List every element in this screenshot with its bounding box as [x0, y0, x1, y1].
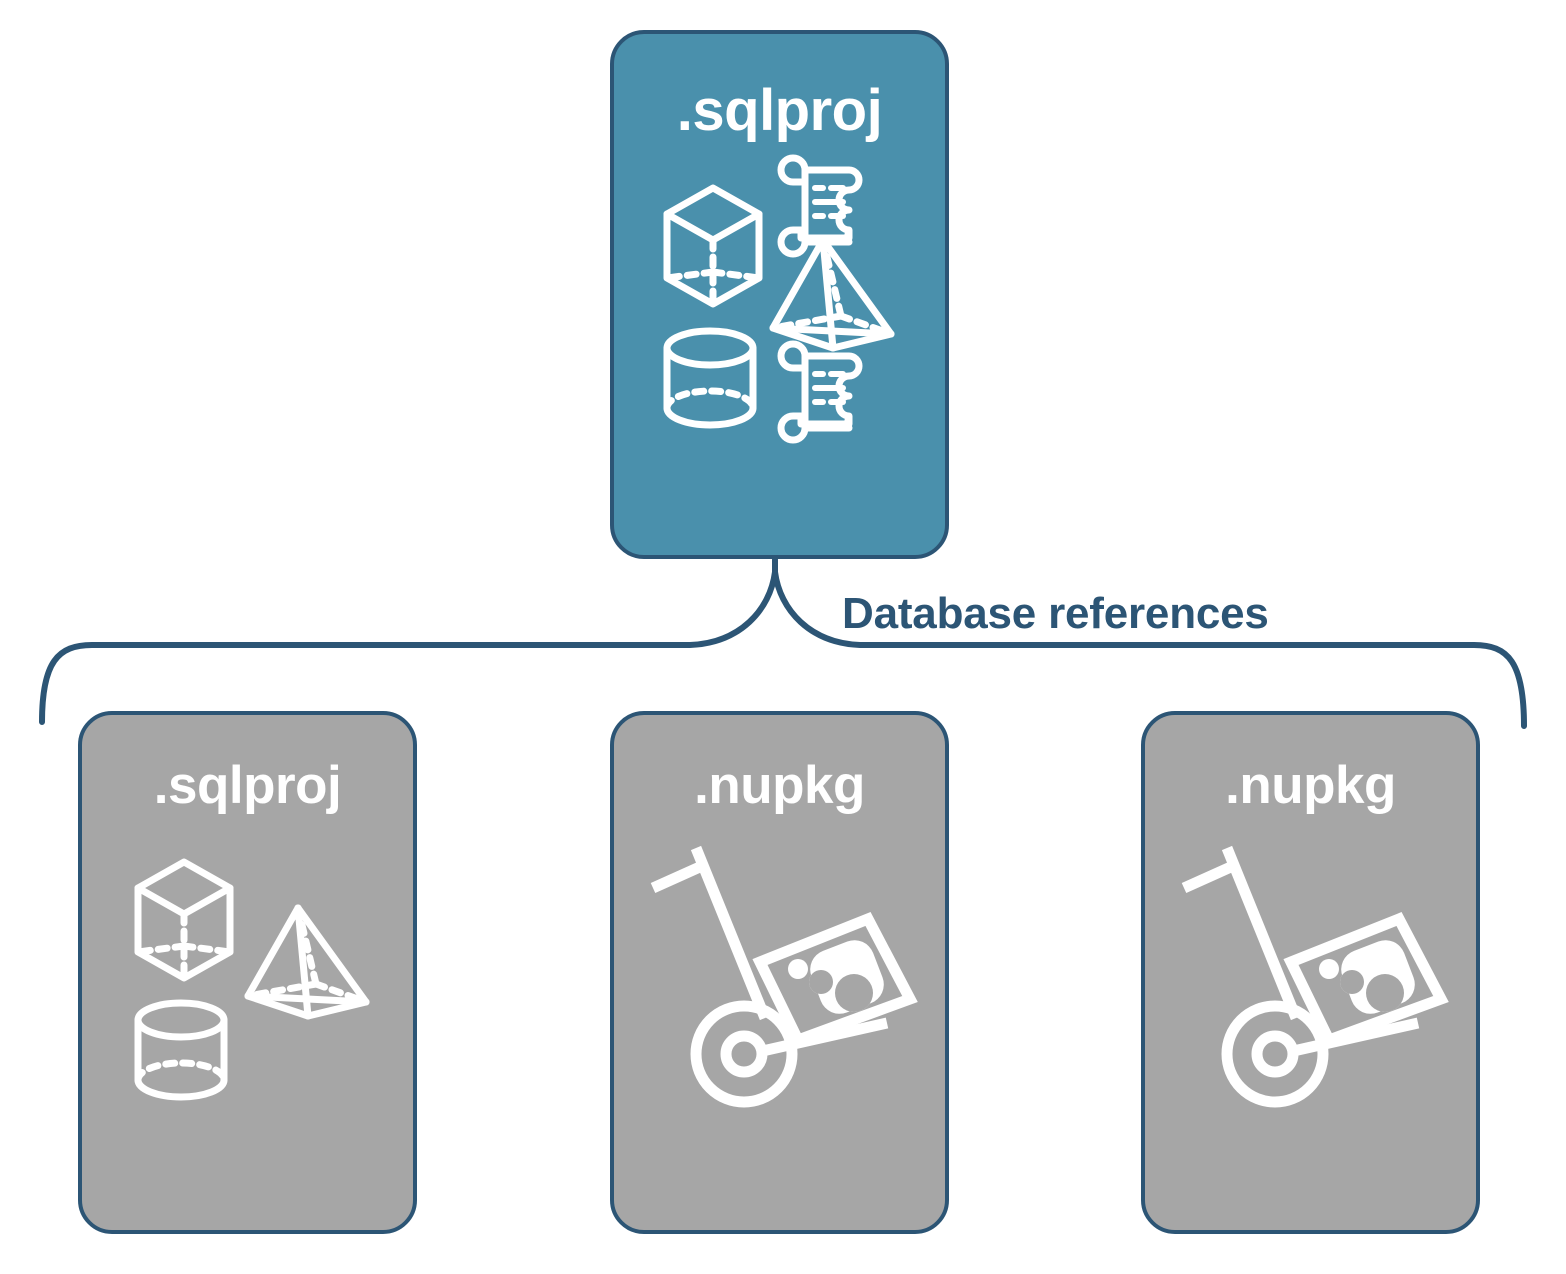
icon-group-package: [1171, 840, 1451, 1110]
hand-truck-package-icon: [650, 845, 918, 1108]
cylinder-icon: [663, 327, 756, 429]
hand-truck-package-icon: [1181, 845, 1449, 1108]
node-nupkg-2[interactable]: .nupkg: [1141, 711, 1480, 1234]
cylinder-icon: [134, 999, 227, 1101]
node-sqlproj-root[interactable]: .sqlproj: [610, 30, 949, 559]
scroll-icon: [777, 340, 862, 444]
node-nupkg-1[interactable]: .nupkg: [610, 711, 949, 1234]
icon-group-database-objects: [108, 840, 388, 1110]
icon-group-package: [640, 840, 920, 1110]
cube-icon: [663, 184, 762, 308]
pyramid-icon: [769, 236, 894, 352]
node-sqlproj-reference[interactable]: .sqlproj: [78, 711, 417, 1234]
node-label: .nupkg: [694, 756, 865, 815]
scroll-icon: [777, 154, 862, 258]
bracket-label: Database references: [842, 589, 1269, 638]
cube-icon: [134, 858, 233, 982]
node-label: .nupkg: [1225, 756, 1396, 815]
icon-group-database-objects: [655, 154, 905, 444]
pyramid-icon: [244, 904, 369, 1020]
node-label: .sqlproj: [153, 756, 342, 815]
node-label: .sqlproj: [676, 78, 883, 143]
